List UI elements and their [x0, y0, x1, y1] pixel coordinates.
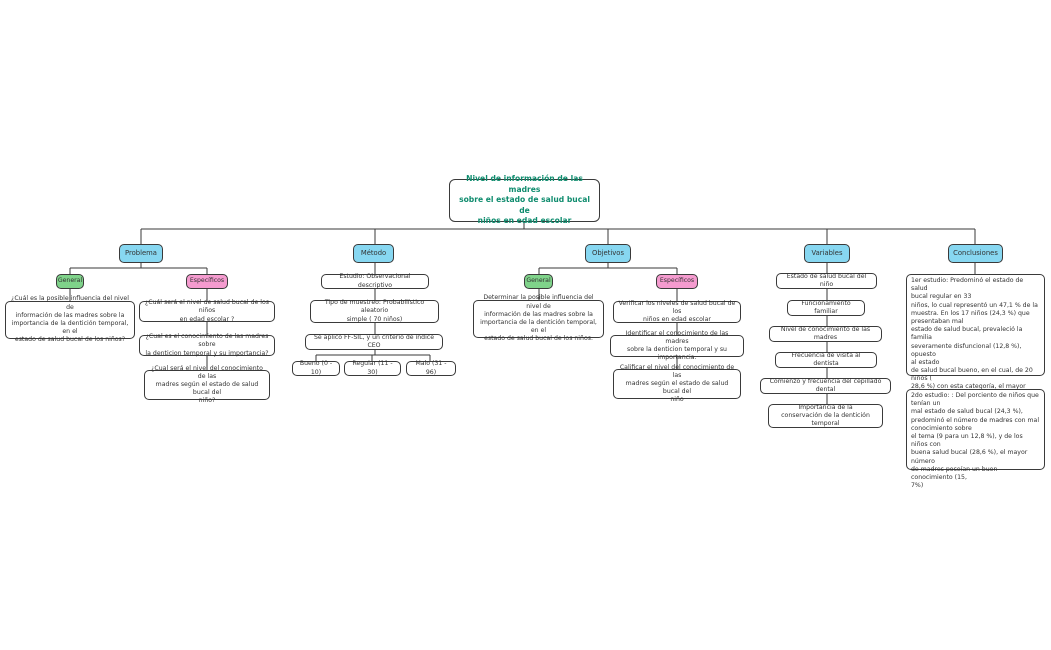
problema-especifico-1[interactable]: ¿Cuál será el nivel de salud bucal de lo… [139, 299, 275, 323]
problema-general-label[interactable]: General [56, 274, 84, 289]
variable-funcionamiento[interactable]: Funcionamiento familiar [787, 300, 865, 316]
root-topic[interactable]: Nivel de información de las madres sobre… [449, 174, 600, 225]
category-problema[interactable]: Problema [119, 244, 163, 263]
problema-especificos-label[interactable]: Específicos [186, 274, 228, 289]
variable-cepillado[interactable]: Comienzo y frecuencia del cepillado dent… [760, 378, 891, 394]
objetivos-especifico-2[interactable]: Identificar el conocimiento de las madre… [610, 330, 744, 361]
variable-conocimiento[interactable]: Nivel de conocimiento de las madres [769, 326, 882, 342]
objetivos-general-label[interactable]: General [524, 274, 553, 289]
metodo-estudio[interactable]: Estudio: Observacional descriptivo [321, 273, 429, 289]
problema-general-text[interactable]: ¿Cuál es la posible influencia del nivel… [5, 295, 135, 343]
objetivos-especifico-1[interactable]: Verificar los niveles de salud bucal de … [613, 300, 741, 323]
category-variables[interactable]: Variables [804, 244, 850, 263]
category-objetivos[interactable]: Objetivos [585, 244, 631, 263]
nivel-bueno[interactable]: Bueno (0 - 10) [292, 360, 340, 376]
conclusion-estudio-1[interactable]: 1er estudio: Predominó el estado de salu… [906, 274, 1045, 423]
objetivos-especificos-label[interactable]: Específicos [656, 274, 698, 289]
problema-especifico-2[interactable]: ¿Cual es el conocimiento de las madres s… [139, 333, 275, 357]
problema-especifico-3[interactable]: ¿Cual será el nivel del conocimiento de … [144, 365, 270, 404]
category-conclusiones[interactable]: Conclusiones [948, 244, 1003, 263]
metodo-ceo[interactable]: Se aplicó FF-SIL, y un criterio de índic… [305, 334, 443, 350]
objetivos-general-text[interactable]: Determinar la posible influencia del niv… [473, 294, 604, 342]
variable-importancia[interactable]: Importancia de la conservación de la den… [768, 404, 883, 428]
metodo-muestreo[interactable]: Tipo de muestreo: Probabilístico aleator… [310, 299, 439, 323]
category-metodo[interactable]: Método [353, 244, 394, 263]
nivel-malo[interactable]: Malo (31 - 96) [406, 360, 456, 376]
objetivos-especifico-3[interactable]: Calificar el nivel del conocimiento de l… [613, 364, 741, 403]
conclusion-estudio-2[interactable]: 2do estudio: : Del porciento de niños qu… [906, 389, 1045, 489]
variable-frecuencia-visita[interactable]: Frecuencia de visita al dentista [775, 352, 877, 368]
variable-estado-salud[interactable]: Estado de salud bucal del niño [776, 273, 877, 289]
nivel-regular[interactable]: Regular (11 - 30) [344, 360, 401, 376]
